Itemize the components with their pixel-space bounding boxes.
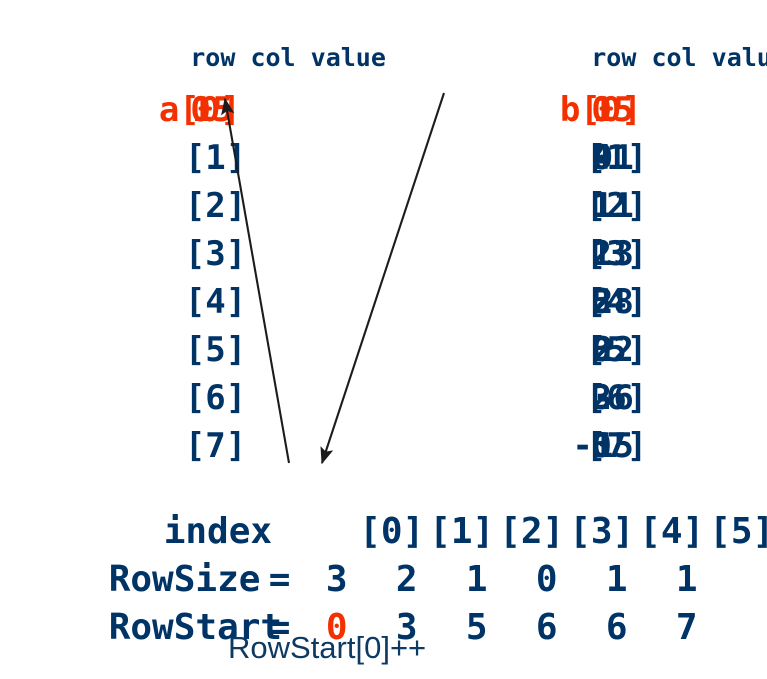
index-cell: [2] [499,511,565,552]
right-header-col: col [651,43,697,72]
row-value-value: -15 [572,426,634,466]
arrow-down-from-b0 [320,92,445,465]
index-label: index [163,511,273,552]
row-value-row: 3 [591,330,612,370]
rowsize-value: 0 [535,559,558,600]
row-label: [7] [585,426,648,466]
row-label: [7] [184,426,247,466]
row-value-col: 0 [591,90,612,130]
row-label: [5] [184,330,247,370]
row-value-value: 15 [191,90,233,130]
row-value-col: 5 [591,282,612,322]
row-value-value: 3 [613,234,634,274]
row-value-value: -6 [592,378,634,418]
row-value-col: 0 [190,90,211,130]
row-value-row: 2 [591,282,612,322]
row-label: [4] [184,282,247,322]
row-value-col: 0 [591,330,612,370]
row-label: [1] [585,138,648,178]
caption-text: RowStart[0]++ [228,630,427,665]
index-cell: [0] [359,511,425,552]
rowstart-row: RowStart= 0 3 5 6 6 7 [22,566,722,679]
row-label: b[0] [559,90,642,130]
row-value-row: 5 [591,426,612,466]
row-value-value: 11 [592,186,634,226]
row-value-row: 0 [190,90,211,130]
row-value-col: 1 [591,186,612,226]
index-cell: [5] [709,511,767,552]
left-table-header: row col value [130,14,386,101]
rowsize-value: 1 [675,559,698,600]
row-label: [4] [585,282,648,322]
row-label: [2] [585,186,648,226]
row-value-row: 2 [591,234,612,274]
rowstart-value: 3 [395,607,418,648]
rowstart-value: 7 [675,607,698,648]
row-label: [6] [585,378,648,418]
left-header-col: col [250,43,296,72]
row-value-value: 15 [592,90,634,130]
left-header-row: row [190,43,236,72]
row-label: [2] [184,186,247,226]
row-value-value: 22 [592,330,634,370]
left-header-value: value [310,43,386,72]
rowsize-row: RowSize= 3 2 1 0 1 1 [22,518,722,641]
row-value-row: 0 [591,138,612,178]
row-value-row: 1 [591,186,612,226]
rowsize-label: RowSize [108,559,261,600]
right-header-row: row [591,43,637,72]
row-label: [3] [184,234,247,274]
right-header-value: value [711,43,767,72]
index-cell: [4] [639,511,705,552]
index-cell: [1] [429,511,495,552]
rowstart-equals: = [268,607,291,648]
rowsize-value: 1 [465,559,488,600]
rowsize-value: 1 [605,559,628,600]
rowstart-label: RowStart [108,607,283,648]
row-label: [6] [184,378,247,418]
row-value-col: 1 [591,234,612,274]
row-value-value: 28 [592,282,634,322]
index-row: index [0][1][2][3][4][5] [22,470,767,593]
rowstart-value: 6 [605,607,628,648]
rowsize-value: 2 [395,559,418,600]
row-value-col: 4 [591,138,612,178]
rowsize-value: 3 [325,559,348,600]
row-label: [5] [585,330,648,370]
row-label: [3] [585,234,648,274]
row-label: [1] [184,138,247,178]
row-value-value: 91 [592,138,634,178]
index-cell: [3] [569,511,635,552]
rowsize-equals: = [268,559,291,600]
rowstart-value: 0 [325,607,348,648]
row-value-col: 2 [591,378,612,418]
row-value-col: 0 [591,426,612,466]
rowstart-value: 6 [535,607,558,648]
row-value-row: 3 [591,378,612,418]
right-table-header: row col value [531,14,767,101]
rowstart-value: 5 [465,607,488,648]
row-value-row: 0 [591,90,612,130]
